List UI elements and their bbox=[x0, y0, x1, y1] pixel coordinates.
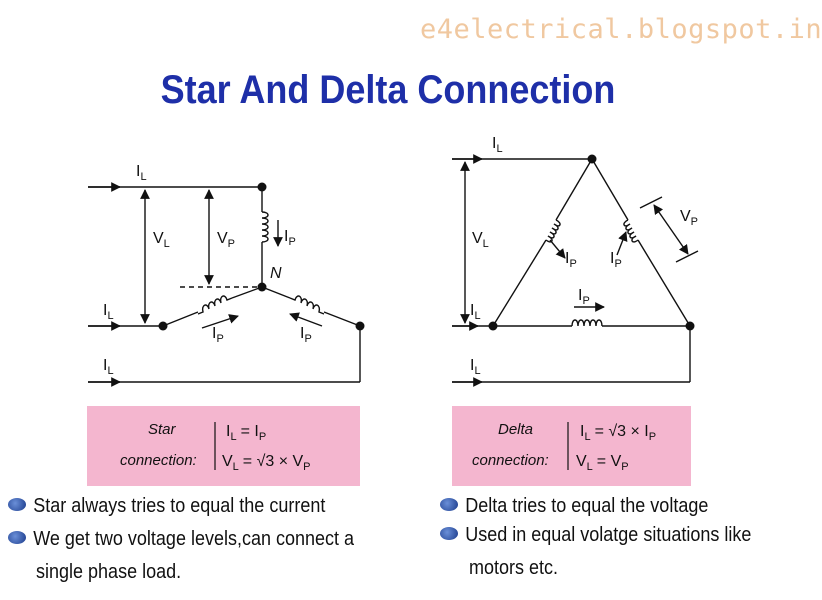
delta-coil-base bbox=[571, 319, 603, 327]
list-item: Used in equal volatge situations like bbox=[440, 519, 751, 552]
star-ip-arrow-right bbox=[289, 312, 323, 327]
delta-node bbox=[488, 321, 498, 331]
star-label-ip-vertical: IP bbox=[284, 228, 296, 248]
star-formula-eq1: IL= IP bbox=[226, 423, 266, 443]
star-labels: IL VL VP IP N IL IP IP IL bbox=[103, 163, 312, 377]
bullet-icon bbox=[8, 531, 26, 545]
delta-formula-eq2: VL= VP bbox=[576, 453, 629, 473]
delta-ip-arrow-left bbox=[549, 239, 566, 259]
star-wire bbox=[261, 286, 291, 299]
delta-label-il-mid: IL bbox=[470, 302, 481, 322]
star-wire bbox=[162, 311, 199, 327]
star-coil-left bbox=[197, 295, 233, 315]
delta-node bbox=[685, 321, 695, 331]
delta-nodes bbox=[488, 154, 695, 331]
star-wire bbox=[231, 286, 263, 299]
star-label-vl: VL bbox=[153, 230, 170, 250]
star-ip-arrow-left bbox=[201, 314, 239, 329]
list-item: We get two voltage levels,can connect a bbox=[8, 523, 354, 556]
delta-wire bbox=[637, 239, 691, 327]
list-item-continuation: motors etc. bbox=[469, 557, 559, 579]
delta-ip-arrow-right bbox=[616, 231, 628, 256]
delta-vp-arrow bbox=[653, 204, 689, 255]
bullet-icon bbox=[8, 498, 26, 512]
delta-coil-left bbox=[545, 219, 561, 243]
star-node-neutral bbox=[257, 282, 267, 292]
delta-labels: IL VL IP IP VP IP IL IL bbox=[470, 135, 698, 377]
star-label-il-bottom: IL bbox=[103, 357, 114, 377]
list-item-continuation: single phase load. bbox=[36, 561, 182, 583]
star-label-ip-right: IP bbox=[300, 325, 312, 345]
delta-coil-right bbox=[623, 219, 639, 243]
star-node bbox=[355, 321, 365, 331]
delta-formula: Delta connection: IL= √3 × IP VL= VP bbox=[472, 421, 656, 473]
delta-formula-box bbox=[452, 406, 691, 486]
delta-label-vp: VP bbox=[680, 208, 698, 228]
star-formula-box bbox=[87, 406, 360, 486]
bullet-icon bbox=[440, 527, 458, 541]
watermark: e4electrical.blogspot.in bbox=[420, 14, 822, 45]
star-label-ip-left: IP bbox=[212, 325, 224, 345]
star-label-il-top: IL bbox=[136, 163, 147, 183]
delta-wire bbox=[555, 158, 593, 221]
star-label-il-mid: IL bbox=[103, 302, 114, 322]
star-node bbox=[257, 182, 267, 192]
star-label-n: N bbox=[270, 265, 282, 282]
delta-vp-tick bbox=[675, 250, 699, 263]
star-wire bbox=[323, 311, 361, 327]
star-diagram bbox=[88, 182, 361, 387]
star-formula: Star connection: IL= IP VL= √3 × VP bbox=[120, 421, 311, 473]
star-formula-name: Star bbox=[148, 421, 177, 438]
delta-vp-tick bbox=[639, 196, 663, 209]
list-item: Star always tries to equal the current bbox=[8, 490, 325, 523]
delta-node bbox=[587, 154, 597, 164]
bullet-icon bbox=[440, 498, 458, 512]
delta-label-ip-left: IP bbox=[565, 250, 577, 270]
delta-wire bbox=[591, 158, 629, 221]
list-item: Delta tries to equal the voltage bbox=[440, 490, 708, 523]
star-node bbox=[158, 321, 168, 331]
delta-formula-name: connection: bbox=[472, 452, 549, 469]
delta-diagram bbox=[452, 154, 699, 387]
page-title: Star And Delta Connection bbox=[160, 68, 616, 112]
delta-label-ip-base: IP bbox=[578, 287, 590, 307]
star-coil-vertical bbox=[261, 211, 269, 243]
circuit-diagram: IL VL VP IP N IL IP IP IL bbox=[88, 135, 699, 473]
delta-label-vl: VL bbox=[472, 230, 489, 250]
star-formula-name: connection: bbox=[120, 452, 197, 469]
star-nodes bbox=[158, 182, 365, 331]
delta-wire bbox=[492, 239, 547, 327]
delta-label-ip-right: IP bbox=[610, 250, 622, 270]
star-coil-right bbox=[289, 295, 325, 315]
star-label-vp: VP bbox=[217, 230, 235, 250]
star-formula-eq2: VL= √3 × VP bbox=[222, 453, 311, 473]
delta-formula-eq1: IL= √3 × IP bbox=[580, 423, 656, 443]
delta-label-il-top: IL bbox=[492, 135, 503, 155]
delta-label-il-bottom: IL bbox=[470, 357, 481, 377]
delta-formula-name: Delta bbox=[498, 421, 533, 438]
